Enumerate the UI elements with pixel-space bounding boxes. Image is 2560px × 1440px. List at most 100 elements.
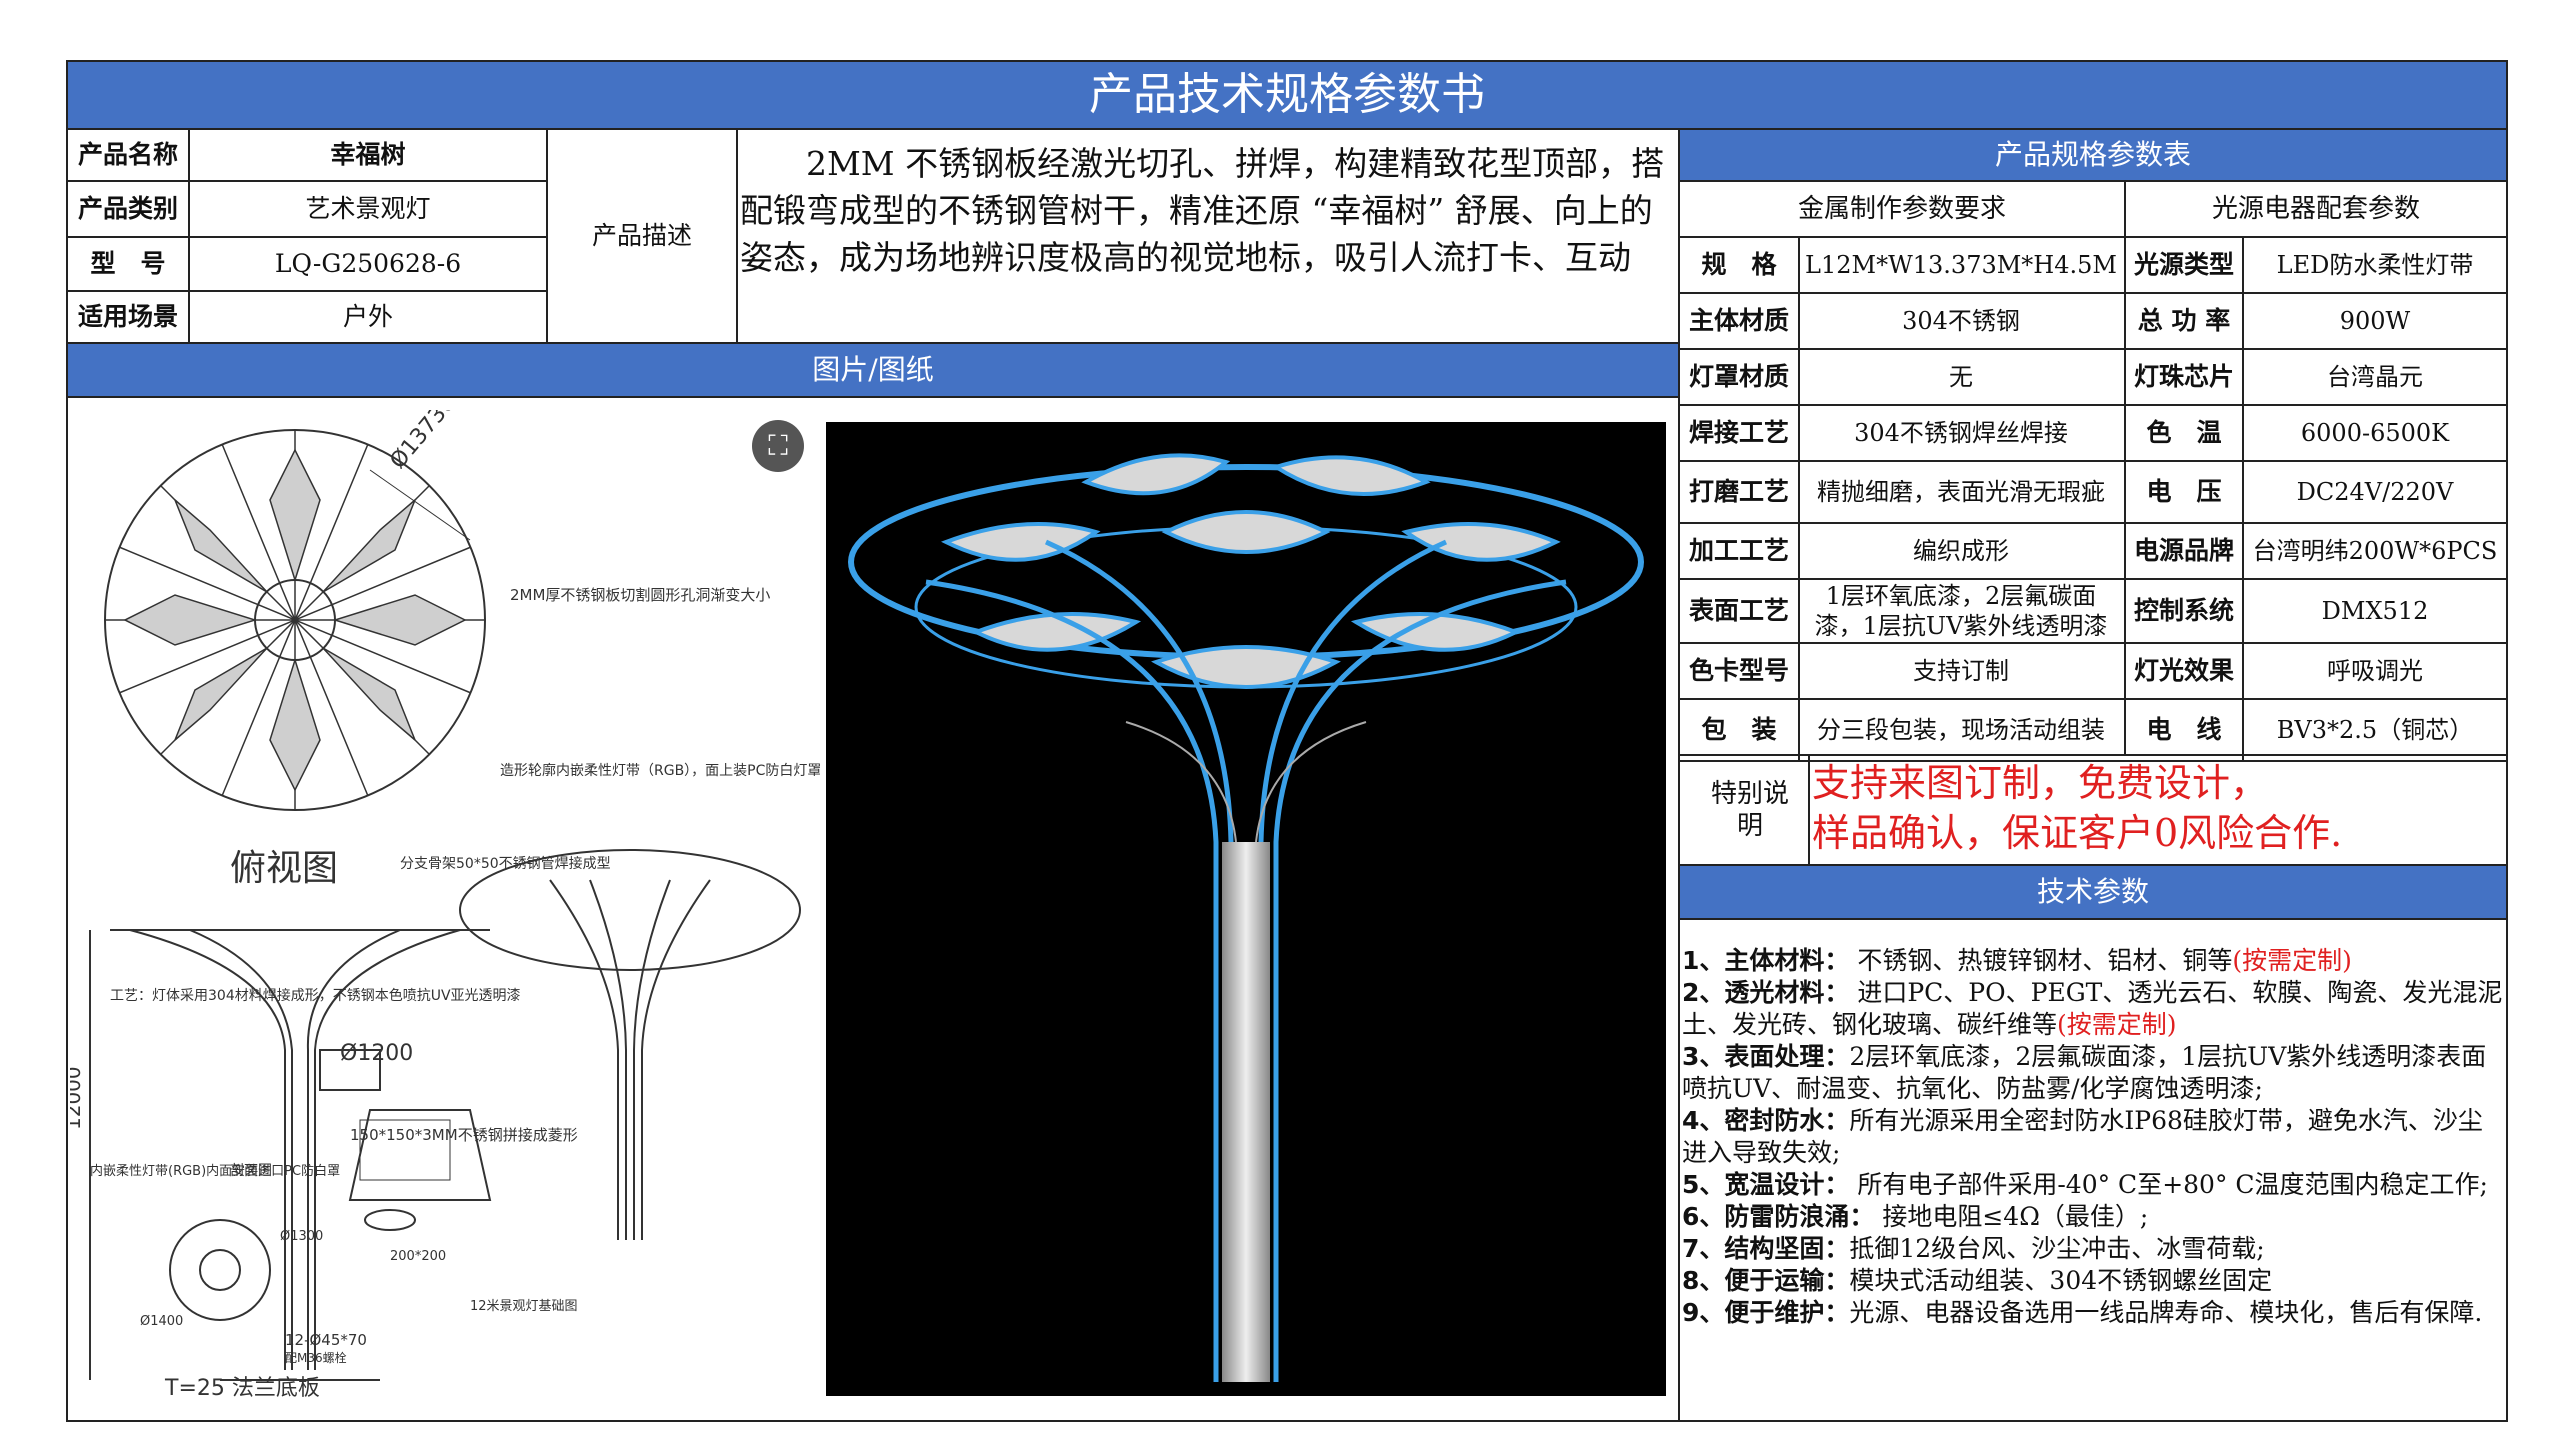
tech-item-key: 6、防雷防浪涌：	[1682, 1202, 1875, 1231]
tech-item: 3、表面处理：2层环氧底漆，2层氟碳面漆，1层抗UV紫外线透明漆表面喷抗UV、耐…	[1682, 1041, 2504, 1105]
spec-key-elec: 电源品牌	[2133, 536, 2234, 566]
spec-col-divider	[1798, 238, 1800, 762]
spec-value-metal: 精抛细磨，表面光滑无瑕疵	[1817, 478, 2105, 506]
note-led: 造形轮廓内嵌柔性灯带（RGB），面上装PC防白灯罩（参考效果图）	[500, 762, 820, 779]
spec-key-elec: 色 温	[2146, 418, 2222, 448]
tech-item-note: (按需定制)	[2057, 1010, 2177, 1039]
dim-12000: 12000	[70, 1066, 85, 1130]
tech-item: 2、透光材料： 进口PC、PO、PEGT、透光云石、软膜、陶瓷、发光混泥土、发光…	[1682, 977, 2504, 1041]
tech-item-text: 所有光源采用全密封防水IP68硅胶灯带，避免水汽、沙尘进入导致失效;	[1682, 1106, 2483, 1167]
spec-value-metal: 304不锈钢	[1902, 307, 2020, 335]
dim-1200: Ø1200	[340, 1041, 413, 1066]
spec-value-metal: 无	[1949, 363, 1973, 391]
special-notes-label: 特别说明	[1710, 778, 1789, 842]
label-flange: T=25 法兰底板	[164, 1376, 320, 1401]
dim-1400: Ø1400	[140, 1314, 183, 1329]
technical-drawing: Ø13730 2MM厚不锈钢板切割圆形孔洞渐变大小 造形轮廓内嵌柔性灯带（RGB…	[61, 391, 919, 1410]
tech-item-text: 接地电阻≤4Ω（最佳）;	[1874, 1202, 2149, 1231]
spec-value-elec: BV3*2.5（铜芯）	[2276, 716, 2474, 744]
tech-item: 9、便于维护：光源、电器设备选用一线品牌寿命、模块化，售后有保障.	[1682, 1297, 2504, 1329]
dim-1300: Ø1300	[280, 1229, 323, 1244]
spec-value-metal: 支持订制	[1913, 657, 2009, 685]
tech-item-text: 光源、电器设备选用一线品牌寿命、模块化，售后有保障.	[1849, 1298, 2483, 1327]
dim-200: 200*200	[390, 1249, 446, 1264]
tech-params-list: 1、主体材料： 不锈钢、热镀锌钢材、铝材、铜等(按需定制)2、透光材料： 进口P…	[1682, 945, 2504, 1329]
tech-item-key: 8、便于运输：	[1682, 1266, 1850, 1295]
spec-key-elec: 灯珠芯片	[2133, 362, 2234, 392]
spec-value-metal: L12M*W13.373M*H4.5M	[1805, 251, 2117, 279]
spec-value-metal: 编织成形	[1913, 537, 2009, 565]
tech-item-text: 抵御12级台风、沙尘冲击、冰雪荷载;	[1849, 1234, 2265, 1263]
note-craft: 工艺：灯体采用304材料焊接成形，不锈钢本色喷抗UV亚光透明漆	[110, 987, 521, 1004]
dim-bolt: 12-Ø45*70	[285, 1331, 367, 1349]
spec-row-divider	[1678, 292, 2508, 294]
model-label: 型 号	[90, 249, 166, 279]
tech-item-key: 9、便于维护：	[1682, 1298, 1850, 1327]
tech-item-key: 3、表面处理：	[1682, 1042, 1850, 1071]
tech-item: 5、宽温设计： 所有电子部件采用-40° C至+80° C温度范围内稳定工作;	[1682, 1169, 2504, 1201]
spec-key-elec: 总 功 率	[2137, 306, 2231, 336]
special-note-line1: 支持来图订制，免费设计，	[1812, 761, 2269, 805]
image-section-header: 图片/图纸	[68, 344, 1678, 396]
description-label: 产品描述	[591, 221, 692, 251]
spec-value-elec: 900W	[2339, 307, 2411, 335]
product-render	[826, 422, 1666, 1396]
spec-key-metal: 焊接工艺	[1688, 418, 1789, 448]
tech-item-note: (按需定制)	[2232, 946, 2352, 975]
spec-value-elec: DC24V/220V	[2296, 478, 2454, 506]
spec-value-elec: LED防水柔性灯带	[2276, 251, 2474, 279]
product-name-label: 产品名称	[77, 140, 178, 170]
note-inner: 内嵌柔性灯带(RGB)内面安装进口PC防白罩	[90, 1163, 340, 1179]
model-value: LQ-G250628-6	[274, 249, 462, 279]
scene-value: 户外	[342, 302, 393, 332]
render-svg	[848, 453, 1644, 1382]
drawing-svg: Ø13730 2MM厚不锈钢板切割圆形孔洞渐变大小 造形轮廓内嵌柔性灯带（RGB…	[61, 391, 919, 1401]
spec-value-elec: DMX512	[2321, 597, 2429, 625]
note-bolt: 配M36螺栓	[285, 1350, 347, 1365]
scan-icon[interactable]: ⛶	[752, 420, 804, 472]
spec-row-divider	[1678, 642, 2508, 644]
electrical-params-header: 光源电器配套参数	[2211, 193, 2420, 224]
note-trunk: 150*150*3MM不锈钢拼接成菱形	[350, 1126, 578, 1144]
page-title: 产品技术规格参数书	[68, 62, 2506, 128]
tech-item: 6、防雷防浪涌： 接地电阻≤4Ω（最佳）;	[1682, 1201, 2504, 1233]
tech-item: 7、结构坚固：抵御12级台风、沙尘冲击、冰雪荷载;	[1682, 1233, 2504, 1265]
spec-row-divider	[1678, 522, 2508, 524]
spec-row-divider	[1678, 348, 2508, 350]
tech-item-key: 1、主体材料：	[1682, 946, 1850, 975]
special-note-line2: 样品确认，保证客户0风险合作.	[1812, 811, 2343, 855]
spec-key-metal: 色卡型号	[1688, 656, 1789, 686]
spec-value-metal: 304不锈钢焊丝焊接	[1854, 419, 2068, 447]
spec-row-divider	[1678, 404, 2508, 406]
spec-value-elec: 呼吸调光	[2327, 657, 2423, 685]
tech-item-text: 2层环氧底漆，2层氟碳面漆，1层抗UV紫外线透明漆表面喷抗UV、耐温变、抗氧化、…	[1682, 1042, 2487, 1103]
tech-item-text: 模块式活动组装、304不锈钢螺丝固定	[1849, 1266, 2273, 1295]
spec-row-divider	[1678, 760, 2508, 762]
spec-row-divider	[1678, 698, 2508, 700]
spec-key-elec: 电 压	[2146, 477, 2222, 507]
spec-key-metal: 规 格	[1701, 250, 1777, 280]
tech-item-text: 不锈钢、热镀锌钢材、铝材、铜等	[1849, 946, 2233, 975]
spec-row-divider	[1678, 578, 2508, 580]
tech-item: 1、主体材料： 不锈钢、热镀锌钢材、铝材、铜等(按需定制)	[1682, 945, 2504, 977]
spec-value-elec: 台湾明纬200W*6PCS	[2252, 537, 2498, 565]
metal-params-header: 金属制作参数要求	[1797, 193, 2006, 224]
spec-key-metal: 灯罩材质	[1688, 362, 1789, 392]
spec-key-elec: 灯光效果	[2133, 656, 2234, 686]
spec-col-divider	[2242, 238, 2244, 762]
note-base: 12米景观灯基础图	[470, 1299, 578, 1314]
label-section: 剖面图	[230, 1163, 272, 1179]
spec-row-divider	[1678, 460, 2508, 462]
spec-key-metal: 包 装	[1701, 715, 1777, 745]
note-branch: 分支骨架50*50不锈钢管焊接成型	[400, 855, 611, 872]
spec-value-elec: 台湾晶元	[2327, 363, 2423, 391]
spec-key-metal: 主体材质	[1688, 306, 1789, 336]
tech-item-key: 2、透光材料：	[1682, 978, 1850, 1007]
tech-item-text: 所有电子部件采用-40° C至+80° C温度范围内稳定工作;	[1849, 1170, 2488, 1199]
spec-value-elec: 6000-6500K	[2300, 419, 2450, 447]
product-name-value: 幸福树	[330, 140, 406, 170]
spec-key-metal: 打磨工艺	[1688, 477, 1789, 507]
spec-key-elec: 控制系统	[2133, 596, 2234, 626]
spec-value-metal: 1层环氧底漆，2层氟碳面漆，1层抗UV紫外线透明漆	[1814, 582, 2108, 640]
note-top: 2MM厚不锈钢板切割圆形孔洞渐变大小	[510, 586, 770, 604]
